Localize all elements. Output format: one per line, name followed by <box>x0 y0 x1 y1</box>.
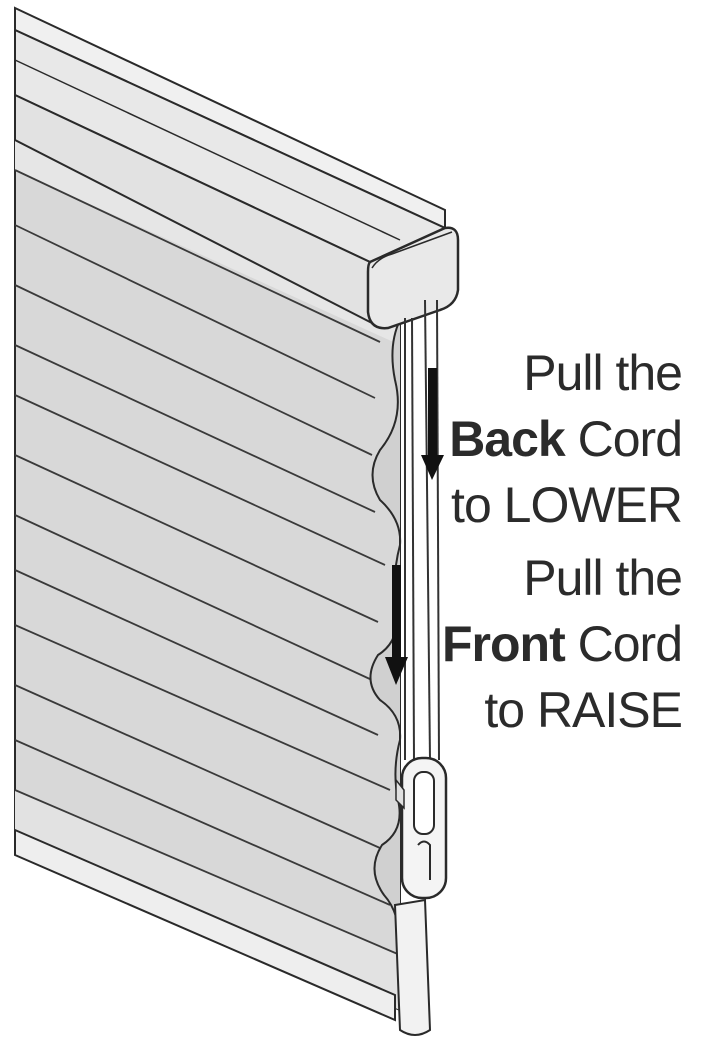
headrail <box>14 6 460 330</box>
lower-line-1: Pull the <box>523 345 683 401</box>
raise-line-1: Pull the <box>523 550 683 606</box>
back-cord-down-arrow <box>421 368 444 480</box>
lower-line-3: to LOWER <box>451 477 683 533</box>
lower-line-2: Back Cord <box>422 406 683 472</box>
raise-line-3: to RAISE <box>484 682 683 738</box>
shade-pleat-lines <box>14 169 401 956</box>
back-cord <box>424 299 440 761</box>
front-emphasis: Front <box>442 616 566 672</box>
back-emphasis: Back <box>449 411 566 467</box>
raise-line-2: Front Cord <box>422 611 683 677</box>
raise-line-2-rest: Cord <box>564 616 683 672</box>
shade-cell-edge <box>369 319 402 956</box>
front-cord-down-arrow <box>385 565 408 685</box>
bottom-rail <box>14 828 432 1036</box>
lower-instruction: Pull the Back Cord to LOWER <box>422 340 683 538</box>
raise-instruction: Pull the Front Cord to RAISE <box>422 545 683 743</box>
cord-tassel-lock <box>395 756 448 900</box>
front-cord <box>404 317 415 761</box>
lower-line-2-rest: Cord <box>564 411 683 467</box>
